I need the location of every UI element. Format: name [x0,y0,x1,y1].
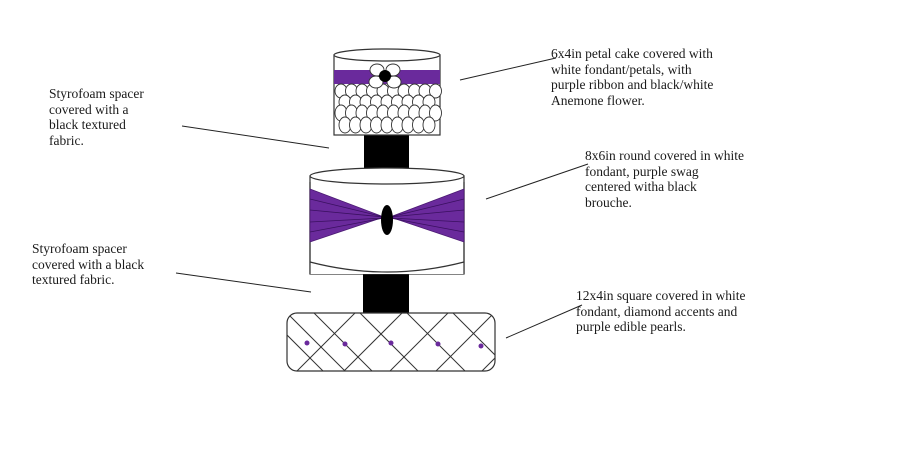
leader-line-spacer-top [182,126,329,148]
bottom-spacer-label: Styrofoam spacer covered with a black te… [32,241,232,288]
top-cake-top [334,49,440,61]
pearl [343,342,348,347]
top-cake-label: 6x4in petal cake covered with white fond… [551,46,781,108]
petal [423,117,435,133]
bottom-cake-tier [265,313,540,371]
leader-line-mid-cake [486,164,588,199]
top-cake-petals [335,84,442,133]
middle-cake-label: 8x6in round covered in white fondant, pu… [585,148,785,210]
middle-cake-top [310,168,464,184]
top-spacer-label: Styrofoam spacer covered with a black te… [49,86,199,148]
middle-cake-tier [310,168,464,274]
bottom-spacer [363,272,409,314]
leader-line-bottom-cake [506,305,582,338]
leader-line-top-cake [460,58,556,80]
bottom-cake-label: 12x4in square covered in white fondant, … [576,288,796,335]
top-cake-tier [334,49,442,135]
pearl [436,342,441,347]
brooch-icon [381,205,393,235]
pearl [389,341,394,346]
pearl [479,344,484,349]
pearl [305,341,310,346]
